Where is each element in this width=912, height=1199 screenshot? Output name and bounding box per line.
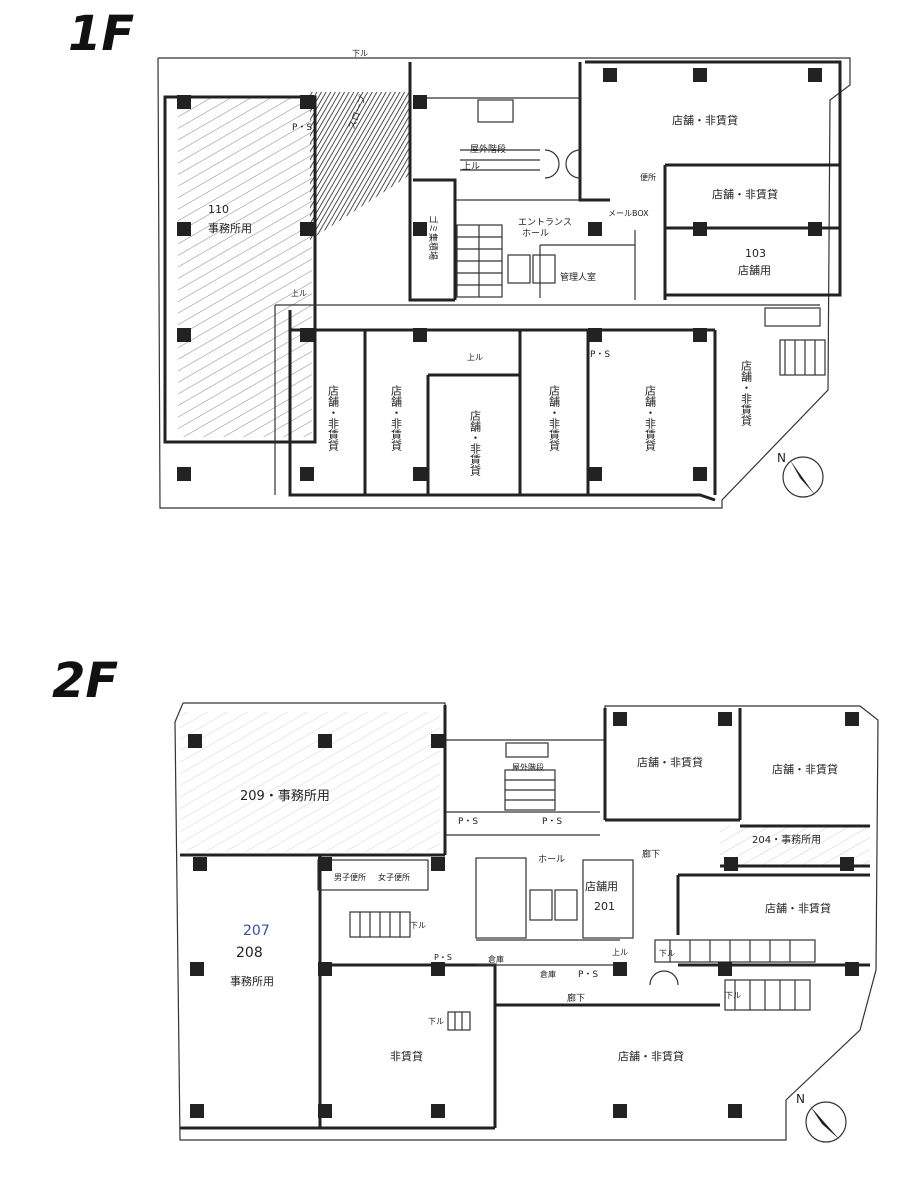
stair-2f-left: [349, 911, 411, 938]
down-2f-2: 下ル: [428, 1017, 444, 1026]
room-110-use: 事務所用: [208, 221, 252, 235]
columns-2f: [188, 712, 859, 1118]
shop-2f-d: 店舗・非賃貸: [618, 1049, 684, 1063]
columns-1f: [177, 68, 822, 481]
room-201: [582, 859, 634, 939]
shop-1f-1: 店舗・非賃貸: [327, 384, 340, 452]
room-110: [163, 95, 317, 444]
floor2-outline: [174, 702, 879, 1141]
shop-1f-2: 店舗・非賃貸: [390, 384, 403, 452]
ps-1f-a: P・S: [292, 123, 312, 133]
room-110-hatch: [178, 97, 312, 437]
womens-toilet: 女子便所: [378, 872, 410, 882]
corridor-bottom: 廊下: [567, 992, 585, 1004]
entrance-hall-2: ホール: [522, 228, 549, 239]
room-110-number: 110: [208, 203, 229, 216]
toilet-label: 便所: [640, 172, 656, 182]
ext-stair-2f: 屋外階段: [512, 762, 544, 772]
shop-1f-6: 店舗・非賃貸: [740, 359, 753, 427]
trash-label: ゴミ集積場: [427, 215, 439, 260]
room-204-label: 204・事務所用: [752, 833, 821, 846]
shop-2f-b: 店舗・非賃貸: [772, 762, 838, 776]
shop-2f-c: 店舗・非賃貸: [765, 901, 831, 915]
ext-stair-2f-box: [505, 742, 549, 758]
up-1f-mid: 上ル: [467, 353, 483, 362]
up-2f-1: 上ル: [612, 948, 628, 957]
room-201-use: 店舗用: [585, 879, 618, 893]
elevator-2f-b: [554, 889, 578, 921]
up-1f: 上ル: [462, 161, 480, 172]
room-207-handwritten: 207: [243, 923, 270, 939]
manager-room: 管理人室: [560, 271, 596, 283]
hall-label: ホール: [538, 854, 565, 865]
room-103-use: 店舗用: [738, 263, 771, 277]
stair-1f-core: [456, 224, 503, 298]
mailbox-label: メールBOX: [608, 209, 649, 218]
elevator-1f-b: [532, 254, 556, 284]
shop-1f-mid: 店舗・非賃貸: [712, 187, 778, 201]
toilets-2f: [317, 859, 429, 891]
stair-2f-ext: [504, 769, 556, 811]
ps-2f-d: P・S: [578, 970, 598, 980]
mens-toilet: 男子便所: [334, 872, 366, 882]
north-arrow-2f-icon: N: [796, 1092, 847, 1143]
stair-1f-ext: [460, 99, 540, 171]
floor-1-label: 1F: [68, 6, 134, 62]
down-2f-3: 下ル: [659, 949, 675, 958]
storage-2f-1: 倉庫: [488, 954, 504, 964]
storage-2f-2: 倉庫: [540, 969, 556, 979]
room-103-number: 103: [745, 247, 766, 260]
room-201-number: 201: [594, 900, 615, 913]
elevator-1f-a: [507, 254, 531, 284]
ps-2f-a: P・S: [458, 817, 478, 827]
stair-2f-right: [654, 939, 816, 1011]
down-2f-4: 下ル: [725, 991, 741, 1000]
north-arrow-1f-icon: N: [777, 451, 824, 498]
floor1-outline: [157, 57, 851, 509]
room-209-hatch: [180, 712, 440, 852]
stair-2f-bottom: [447, 1011, 471, 1031]
shop-1f-5: 店舗・非賃貸: [644, 384, 657, 452]
svg-text:N: N: [777, 451, 786, 465]
corridor-top: 廊下: [642, 848, 660, 860]
ps-2f-b: P・S: [542, 817, 562, 827]
ps-1f-b: P・S: [590, 350, 610, 360]
shop-1f-4: 店舗・非賃貸: [548, 384, 561, 452]
shop-1f-top: 店舗・非賃貸: [672, 113, 738, 127]
stair-core-2f: [475, 857, 527, 939]
room-209-label: 209・事務所用: [240, 789, 330, 804]
svg-text:N: N: [796, 1092, 805, 1106]
elevator-2f-a: [529, 889, 553, 921]
shop-2f-a: 店舗・非賃貸: [637, 755, 703, 769]
ext-stair-1f: 屋外階段: [470, 143, 506, 155]
stair-1f-right: [764, 307, 826, 376]
shop-1f-3: 店舗・非賃貸: [469, 409, 482, 477]
down-1f-top: 下ル: [352, 49, 368, 58]
floor-1-plan: 1F: [68, 6, 851, 509]
floor-2-plan: 2F: [52, 653, 879, 1143]
room-208-use: 事務所用: [230, 974, 274, 988]
non-rental-2f: 非賃貸: [390, 1049, 423, 1063]
up-1f-left: 上ル: [291, 289, 307, 298]
ps-2f-c: P・S: [434, 953, 452, 962]
entrance-hall-1: エントランス: [518, 217, 572, 228]
floor-2-label: 2F: [52, 653, 118, 709]
room-208-number: 208: [236, 945, 263, 961]
down-2f-1: 下ル: [410, 921, 426, 930]
slope-area: [310, 92, 410, 240]
